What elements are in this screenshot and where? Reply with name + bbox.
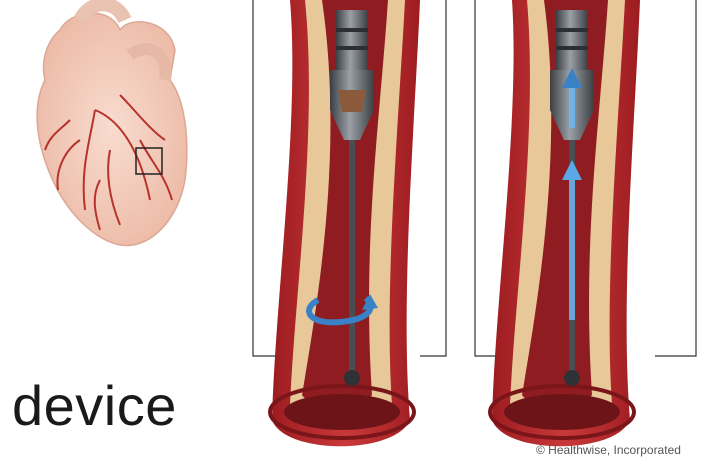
copyright-credit: © Healthwise, Incorporated (536, 444, 681, 456)
heart-illustration (37, 4, 187, 245)
caption-word: device (12, 378, 177, 434)
